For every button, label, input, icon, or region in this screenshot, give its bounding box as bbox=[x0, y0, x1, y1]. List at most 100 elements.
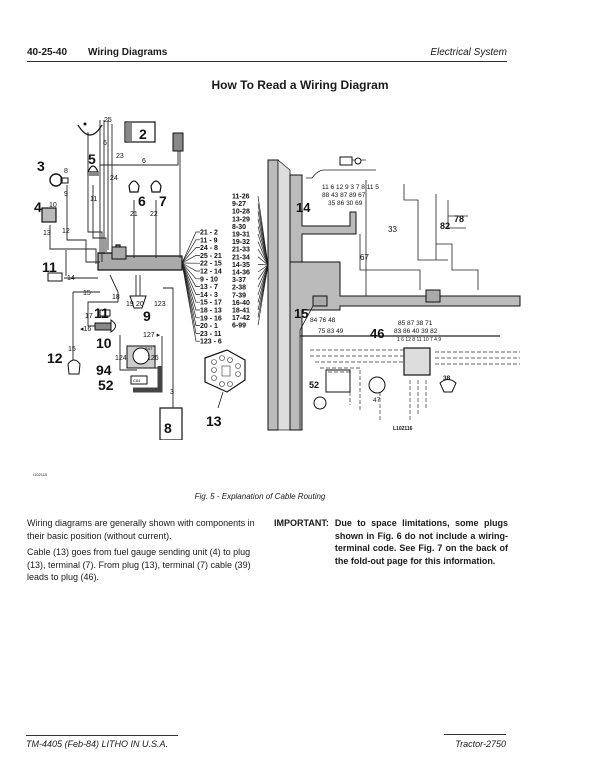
plug-15-wires-row1: 84 76 48 bbox=[310, 317, 336, 324]
component-label-3: 3 bbox=[37, 158, 45, 174]
component-label-78: 78 bbox=[454, 214, 464, 224]
component-94-relay bbox=[130, 375, 148, 385]
component-5-bulb bbox=[87, 165, 99, 176]
component-label-5: 5 bbox=[88, 151, 96, 167]
component-label-52: 52 bbox=[309, 380, 319, 390]
bat-label: BAT bbox=[145, 346, 153, 351]
component-12-lamp bbox=[67, 359, 81, 375]
component-label-12: 12 bbox=[47, 350, 63, 366]
wire-label-19: 19 bbox=[126, 301, 134, 308]
drawing-code: L102116 bbox=[393, 426, 413, 432]
wiring-diagram: 25 6 23 6 24 8 9 10 11 12 13 14 21 22 15… bbox=[34, 117, 521, 440]
plug-top-wires-row1: 88 43 87 89 67 bbox=[322, 192, 366, 199]
component-11-switch bbox=[47, 272, 63, 282]
section-number: 40-25-40 bbox=[27, 47, 68, 58]
wire-label-9: 9 bbox=[64, 191, 68, 198]
fan-wire-left bbox=[181, 262, 200, 334]
bundle-left-label: 20 - 1 bbox=[200, 323, 218, 330]
bundle-left-label: 18 - 13 bbox=[200, 308, 222, 315]
wire-label-15a: 15 bbox=[83, 290, 91, 297]
figure-id-code: I102115 bbox=[33, 472, 48, 477]
bundle-left-label: 24 - 8 bbox=[200, 245, 218, 252]
bundle-left-label: 15 - 17 bbox=[200, 300, 222, 307]
bundle-right-label: 9-27 bbox=[232, 201, 246, 208]
plug-15-wires-row2: 75 83 49 bbox=[318, 328, 344, 335]
header-rule bbox=[27, 61, 507, 62]
wire-label-6b: 6 bbox=[142, 158, 146, 165]
component-6-lamp bbox=[128, 180, 140, 193]
wire-label-127: 127 ▸ bbox=[143, 332, 161, 339]
wire-label-13: 13 bbox=[43, 230, 51, 237]
component-52 bbox=[325, 369, 351, 393]
bundle-right-label: 19-31 bbox=[232, 232, 250, 239]
wire-label-24: 24 bbox=[110, 175, 118, 182]
component-2-box bbox=[124, 121, 184, 152]
component-9-lamp bbox=[129, 295, 147, 309]
wire-label-20: 20 bbox=[136, 301, 144, 308]
bundle-right-label: 3-37 bbox=[232, 277, 246, 284]
plug-46-box bbox=[403, 347, 431, 376]
fan-wire-right bbox=[257, 264, 269, 280]
footer-doc-id: TM-4405 (Feb-84) LITHO IN U.S.A. bbox=[26, 739, 169, 749]
plug-46-terminals: 1 6 12 8 11 10 7 4 9 bbox=[397, 337, 441, 343]
wire-label-15b: 15 bbox=[68, 346, 76, 353]
component-10-switch bbox=[94, 319, 116, 333]
left-wires bbox=[49, 120, 181, 420]
wire-label-126: 126 bbox=[147, 355, 159, 362]
fan-wire-right bbox=[257, 264, 269, 273]
right-harness bbox=[267, 159, 521, 431]
component-label-9: 9 bbox=[143, 308, 151, 324]
wire-label-25: 25 bbox=[104, 117, 112, 124]
component-label-95: 94 bbox=[96, 362, 112, 378]
fan-wire-left bbox=[181, 231, 200, 264]
component-11b bbox=[99, 309, 111, 317]
chapter-title: Electrical System bbox=[430, 47, 507, 58]
component-label-7: 7 bbox=[159, 193, 167, 209]
wire-label-8: 8 bbox=[64, 168, 68, 175]
page-title: How To Read a Wiring Diagram bbox=[211, 78, 389, 92]
fan-wire-right bbox=[257, 249, 269, 266]
wire-label-12: 12 bbox=[62, 228, 70, 235]
bundle-right-label: 13-29 bbox=[232, 216, 250, 223]
figure-caption: Fig. 5 - Explanation of Cable Routing bbox=[194, 492, 326, 501]
c84-label: C84 bbox=[133, 378, 141, 383]
component-label-8: 8 bbox=[164, 420, 172, 436]
component-4-sender bbox=[41, 207, 57, 223]
wire-label-14: 14 bbox=[67, 275, 75, 282]
component-label-6: 6 bbox=[138, 193, 146, 209]
bundle-right-label: 2-38 bbox=[232, 285, 246, 292]
fan-wire-left bbox=[181, 262, 200, 287]
label-47: 47 bbox=[373, 397, 381, 404]
component-38 bbox=[439, 379, 457, 393]
bundle-right-label: 16-40 bbox=[232, 300, 250, 307]
fan-wire-left bbox=[181, 262, 200, 311]
fan-wire-left bbox=[181, 262, 200, 342]
fan-wire-left bbox=[181, 255, 200, 264]
bundle-left-label: 9 - 10 bbox=[200, 276, 218, 283]
important-note: IMPORTANT: Due to space limitations, som… bbox=[274, 517, 508, 567]
footer-rule-right bbox=[444, 734, 506, 735]
bundle-left-label: 12 - 14 bbox=[200, 269, 222, 276]
component-label-15: 15 bbox=[294, 306, 308, 321]
plug-13-hexagon bbox=[204, 349, 246, 409]
component-label-4: 4 bbox=[34, 199, 42, 215]
fan-wire-right bbox=[257, 264, 269, 326]
fan-wire-right bbox=[257, 241, 269, 266]
bundle-right-label: 11-26 bbox=[232, 194, 250, 201]
footer-rule-left bbox=[26, 735, 178, 736]
bundle-left-label: 25 - 21 bbox=[200, 253, 222, 260]
important-label: IMPORTANT: bbox=[274, 518, 329, 528]
paragraph-basic-position: Wiring diagrams are generally shown with… bbox=[27, 518, 255, 541]
bundle-left-label: 19 - 16 bbox=[200, 315, 222, 322]
wire-label-11: 11 bbox=[90, 196, 97, 203]
component-8-box bbox=[159, 407, 183, 440]
fan-wire-left bbox=[181, 262, 200, 326]
component-95-battery bbox=[126, 345, 156, 369]
component-label-13: 13 bbox=[206, 413, 222, 429]
bundle-right-label: 21-34 bbox=[232, 254, 250, 261]
fan-wire-left bbox=[181, 262, 200, 280]
fan-wire-left bbox=[181, 247, 200, 264]
bundle-right-label: 21-33 bbox=[232, 247, 250, 254]
label-38: 38 bbox=[443, 375, 451, 382]
bundle-right-label: 10-28 bbox=[232, 209, 250, 216]
